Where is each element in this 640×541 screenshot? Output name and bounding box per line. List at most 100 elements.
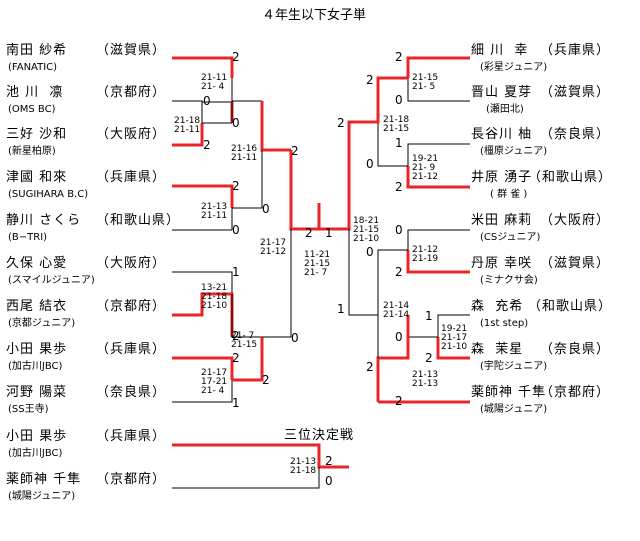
player-name: 米田 麻莉 <box>471 213 533 228</box>
player-name: 南田 紗希 <box>6 43 68 58</box>
player-club: (OMS BC) <box>8 104 56 115</box>
player-club: (城陽ジュニア) <box>480 404 548 415</box>
match-score: 21-17 17-21 21- 4 <box>201 368 228 396</box>
match-score: 21- 7 21-15 <box>231 331 258 350</box>
match-score: 21-13 21-13 <box>412 370 439 389</box>
player-name: 細 川 幸 <box>471 43 529 58</box>
bracket-line <box>377 249 408 315</box>
game-count: 2 <box>305 226 313 240</box>
winner-line <box>260 101 291 152</box>
match-score: 21-11 21- 4 <box>201 73 228 92</box>
player-pref: （京都府） <box>540 385 611 400</box>
game-count: 2 <box>366 360 374 374</box>
match-score: 21-12 21-19 <box>412 245 439 264</box>
player-club: (瀬田北) <box>486 104 524 115</box>
bracket-line <box>262 229 292 338</box>
player-name: 小田 果歩 <box>6 342 68 357</box>
player-club: (宇陀ジュニア) <box>480 361 548 372</box>
game-count: 2 <box>232 50 240 64</box>
player-club: (加古川JBC) <box>8 448 63 459</box>
winner-line <box>172 443 349 469</box>
player-name: 小田 果歩 <box>6 429 68 444</box>
bracket-line <box>172 100 203 123</box>
player-name: 静川 さくら <box>6 213 82 228</box>
winner-line <box>289 150 321 231</box>
winner-line <box>172 184 234 208</box>
game-count: 0 <box>395 93 403 107</box>
player-club: (加古川JBC) <box>8 361 63 372</box>
game-count: 0 <box>395 330 403 344</box>
player-name: 薬師神 千隼 <box>471 385 547 400</box>
winner-line <box>172 123 204 147</box>
winner-line <box>406 166 470 189</box>
player-pref: （奈良県） <box>540 342 611 357</box>
match-score: 21-13 21-18 <box>290 457 317 476</box>
player-club: (SS王寺) <box>8 404 49 415</box>
match-score: 21-13 21-11 <box>201 202 228 221</box>
player-pref: （兵庫県） <box>540 43 611 58</box>
player-name: 井原 湧子 <box>471 170 533 185</box>
game-count: 0 <box>325 474 333 488</box>
game-count: 1 <box>232 265 240 279</box>
match-score: 11-21 21-15 21- 7 <box>304 250 331 278</box>
bracket-line <box>437 314 470 337</box>
winner-line <box>319 101 380 231</box>
player-club: (SUGIHARA B.C) <box>8 189 89 200</box>
game-count: 1 <box>232 396 240 410</box>
match-score: 21-18 21-15 <box>383 115 410 134</box>
player-club: (彩星ジュニア) <box>480 62 548 73</box>
player-name: 丹原 幸咲 <box>471 256 533 271</box>
player-name: 長谷川 柚 <box>471 127 533 142</box>
game-count: 0 <box>395 223 403 237</box>
player-name: 晋山 夏芽 <box>471 85 533 100</box>
player-pref: （滋賀県） <box>540 85 611 100</box>
game-count: 0 <box>291 331 299 345</box>
winner-line <box>376 315 410 402</box>
player-name: 西尾 結衣 <box>6 299 68 314</box>
player-pref: （京都府） <box>96 299 167 314</box>
game-count: 2 <box>203 138 211 152</box>
match-score: 21-14 21-14 <box>383 301 410 320</box>
bracket-line <box>348 229 379 358</box>
player-pref: （京都府） <box>96 85 167 100</box>
winner-line <box>406 56 470 78</box>
player-name: 河野 陽菜 <box>6 385 68 400</box>
bracket-line <box>172 467 320 489</box>
game-count: 2 <box>395 50 403 64</box>
winner-line <box>406 250 470 274</box>
game-count: 2 <box>232 329 240 343</box>
game-count: 2 <box>395 180 403 194</box>
game-count: 2 <box>232 179 240 193</box>
player-club: (B−TRI) <box>8 232 48 243</box>
game-count: 1 <box>325 226 333 240</box>
match-score: 21-16 21-11 <box>231 144 258 163</box>
player-pref: （和歌山県） <box>96 213 181 228</box>
game-count: 1 <box>425 309 433 323</box>
player-club: (FANATIC) <box>8 62 58 73</box>
player-club: (1st step) <box>480 318 529 329</box>
winner-line <box>172 56 234 78</box>
match-score: 19-21 21- 9 21-12 <box>412 154 439 182</box>
player-club: (橿原ジュニア) <box>480 146 548 157</box>
third-place-title: 三位決定戦 <box>284 428 355 443</box>
game-count: 0 <box>262 202 270 216</box>
player-pref: （滋賀県） <box>540 256 611 271</box>
winner-line <box>172 356 234 380</box>
player-pref: （大阪府） <box>540 213 611 228</box>
winner-line <box>436 337 470 360</box>
game-count: 2 <box>395 394 403 408</box>
player-club: (ミナクサ会) <box>480 275 538 286</box>
player-pref: （和歌山県） <box>528 299 613 314</box>
game-count: 1 <box>337 302 345 316</box>
player-name: 久保 心愛 <box>6 256 68 271</box>
player-name: 三好 沙和 <box>6 127 68 142</box>
player-pref: （兵庫県） <box>96 170 167 185</box>
player-pref: （京都府） <box>96 472 167 487</box>
match-score: 21-17 21-12 <box>260 238 287 257</box>
game-count: 2 <box>337 116 345 130</box>
player-pref: （大阪府） <box>96 256 167 271</box>
game-count: 2 <box>232 351 240 365</box>
player-club: (新星柏原) <box>8 146 56 157</box>
